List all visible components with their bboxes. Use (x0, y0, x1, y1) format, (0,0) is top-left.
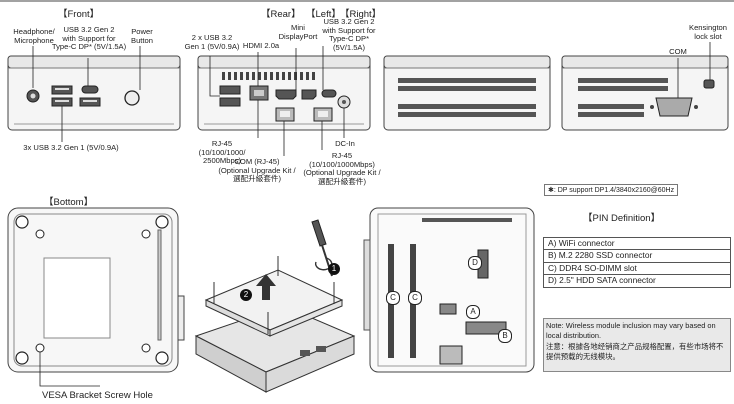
rear-usb-c-port (321, 89, 337, 98)
bottom-rubber-feet (15, 215, 169, 365)
label-rear-usb-a: 2 x USB 3.2 Gen 1 (5V/0.9A) (184, 33, 240, 51)
label-rj45-2500: RJ-45 (10/100/1000/ 2500Mbps) (198, 139, 246, 166)
marker-b: B (498, 329, 512, 343)
label-com: COM (669, 47, 687, 56)
assembly-lid-plate (204, 269, 344, 337)
header-front: 【Front】 (58, 9, 100, 20)
marker-c-2: C (408, 291, 422, 305)
rear-rj45-2500 (249, 85, 269, 101)
rear-vent-grille (222, 72, 315, 80)
rear-leader-lines (209, 46, 345, 156)
header-rear: 【Rear】 (261, 9, 301, 20)
rear-minidp-port (301, 89, 317, 100)
board-fan-block (439, 345, 463, 365)
label-front-usb-c: USB 3.2 Gen 2 with Support for Type-C DP… (51, 25, 127, 52)
marker-a: A (466, 305, 480, 319)
marker-c-1: C (386, 291, 400, 305)
wireless-module-note: Note: Wireless module inclusion may vary… (543, 318, 731, 372)
right-kensington-slot (703, 79, 715, 89)
label-hdmi: HDMI 2.0a (242, 41, 280, 50)
right-leader-lines (677, 42, 711, 98)
front-headphone-jack (26, 89, 40, 103)
front-leader-lines (32, 46, 141, 142)
wireless-note-cn: 注意：根據各地经销商之产品规格配置，有些市场将不提供预载的无线模块。 (546, 341, 724, 362)
front-usb-a-ports (51, 85, 101, 107)
label-dc-in: DC-In (335, 139, 355, 148)
rear-hdmi-port (275, 89, 297, 100)
rear-usb-a-ports (219, 85, 241, 107)
pin-definition-title: 【PIN Definition】 (583, 213, 661, 224)
front-usb-c-port (81, 85, 99, 94)
step-2-marker: 2 (240, 289, 252, 301)
wireless-note-en: Note: Wireless module inclusion may vary… (546, 321, 716, 341)
left-vent-slots (398, 78, 536, 117)
label-headphone-microphone: Headphone/ Microphone (13, 27, 55, 45)
marker-d: D (468, 256, 482, 270)
left-view-chassis (383, 55, 551, 131)
label-power-button: Power Button (131, 27, 153, 45)
pin-definition-table: A) WiFi connector B) M.2 2280 SSD connec… (543, 237, 731, 288)
lift-arrow-icon (256, 274, 276, 300)
pin-row-c: C) DDR4 SO-DIMM slot (544, 263, 730, 276)
dp-support-note: ✱: DP support DP1.4/3840x2160@60Hz (544, 184, 679, 196)
pin-row-d: D) 2.5" HDD SATA connector (548, 275, 656, 286)
label-kensington: Kensington lock slot (689, 23, 727, 41)
label-rj45-1000: RJ-45 (10/100/1000Mbps) (Optional Upgrad… (303, 151, 381, 186)
assembly-screws (213, 256, 335, 334)
label-com-rj45: COM (RJ-45) (Optional Upgrade Kit / 選配升級… (218, 157, 296, 184)
bottom-label-plate (43, 257, 111, 339)
board-ssd-slot (465, 321, 507, 335)
right-vent-slots (578, 78, 668, 117)
rear-rj45-optional (275, 107, 333, 122)
right-com-port (650, 97, 698, 117)
rear-dc-in-jack (337, 95, 351, 109)
board-wifi-connector (439, 303, 457, 315)
step-1-marker: 1 (328, 263, 340, 275)
pin-row-a: A) WiFi connector (544, 238, 730, 251)
label-rear-usb-c: USB 3.2 Gen 2 with Support for Type-C DP… (322, 17, 376, 52)
label-front-usb-a: 3x USB 3.2 Gen 1 (5V/0.9A) (23, 143, 119, 152)
caption-vesa-screw-hole: VESA Bracket Screw Hole (42, 390, 153, 401)
front-power-button (124, 90, 140, 106)
pin-row-b: B) M.2 2280 SSD connector (544, 250, 730, 263)
header-bottom: 【Bottom】 (44, 197, 94, 208)
bottom-leader-lines (39, 352, 100, 387)
bottom-vesa-holes (35, 229, 151, 353)
right-view-chassis (561, 55, 729, 131)
header-left: 【Left】 (306, 9, 341, 20)
header-right: 【Right】 (340, 9, 382, 20)
label-mini-displayport: Mini DisplayPort (278, 23, 318, 41)
assembly-lower-chassis (194, 305, 356, 393)
